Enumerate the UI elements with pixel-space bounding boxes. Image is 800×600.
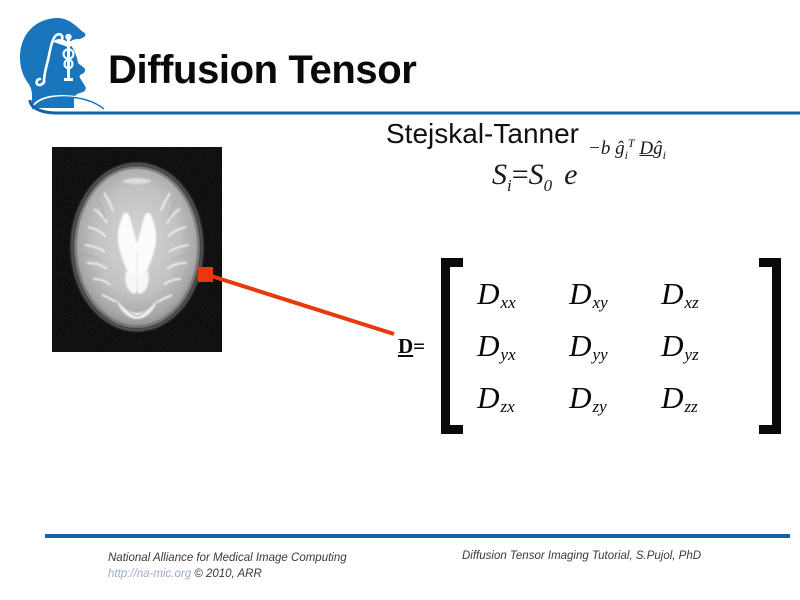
brain-mri-render	[52, 147, 222, 352]
cell-subscript: yx	[500, 345, 516, 364]
slide-subtitle: Stejskal-Tanner	[386, 118, 579, 149]
footer-url-line: http://na-mic.org © 2010, ARR	[108, 566, 347, 582]
cell-subscript: xy	[592, 293, 608, 312]
cell-subscript: zy	[592, 397, 607, 416]
equation-equals: =	[511, 158, 529, 191]
exponent-index-1: i	[624, 148, 628, 162]
cell-base: D	[477, 328, 500, 363]
exponent-b: b	[600, 138, 611, 159]
cell-subscript: yy	[592, 345, 608, 364]
cell-subscript: xz	[684, 293, 699, 312]
na-mic-url-link[interactable]: http://na-mic.org	[108, 568, 192, 580]
exponent-transpose: T	[627, 136, 635, 150]
tensor-label-equals: =	[413, 333, 426, 358]
equation-rhs-subscript: 0	[543, 176, 553, 195]
equation-rhs-symbol: S	[528, 158, 544, 191]
header-divider	[0, 99, 800, 118]
cell-subscript: zz	[684, 397, 698, 416]
exponent-ghat-1: ĝ	[615, 138, 625, 159]
cell-base: D	[477, 380, 500, 415]
voxel-pointer-arrow	[190, 260, 405, 345]
cell-subscript: xx	[500, 293, 516, 312]
equation-lhs-subscript: i	[507, 176, 512, 195]
cell-subscript: zx	[500, 397, 515, 416]
exponent-tensor-D: D	[639, 138, 654, 159]
matrix-left-bracket	[441, 258, 464, 434]
pointer-arrow-line	[198, 267, 395, 336]
footer-copyright: © 2010, ARR	[194, 568, 262, 580]
exponent-minus: −	[588, 138, 601, 159]
tensor-label-symbol: D	[398, 333, 414, 358]
cell-base: D	[569, 276, 592, 311]
matrix-right-bracket	[759, 258, 782, 434]
cell-base: D	[569, 380, 592, 415]
equation-exp-base: e	[564, 158, 578, 191]
stejskal-tanner-equation: Si=S0 e −b ĝiT Dĝi	[492, 136, 666, 196]
footer-organization: National Alliance for Medical Image Comp…	[108, 552, 347, 564]
equation-lhs-symbol: S	[492, 158, 507, 191]
footer-left: National Alliance for Medical Image Comp…	[108, 550, 347, 582]
axial-brain-mri	[52, 147, 222, 352]
cell-base: D	[661, 276, 684, 311]
tensor-label: D=	[398, 334, 425, 359]
cell-base: D	[477, 276, 500, 311]
page-title: Diffusion Tensor	[108, 48, 417, 92]
footer-divider	[45, 534, 790, 538]
header-divider-line	[28, 99, 800, 115]
footer-credit: Diffusion Tensor Imaging Tutorial, S.Puj…	[462, 550, 702, 562]
logo-head-icon	[20, 18, 105, 110]
exponent-index-2: i	[662, 148, 666, 162]
exponent-ghat-2: ĝ	[653, 138, 663, 159]
cell-base: D	[661, 328, 684, 363]
equation-exponent: −b ĝiT Dĝi	[588, 136, 666, 163]
cell-base: D	[569, 328, 592, 363]
cell-base: D	[661, 380, 684, 415]
cell-subscript: yz	[684, 345, 699, 364]
na-mic-logo	[12, 16, 108, 116]
